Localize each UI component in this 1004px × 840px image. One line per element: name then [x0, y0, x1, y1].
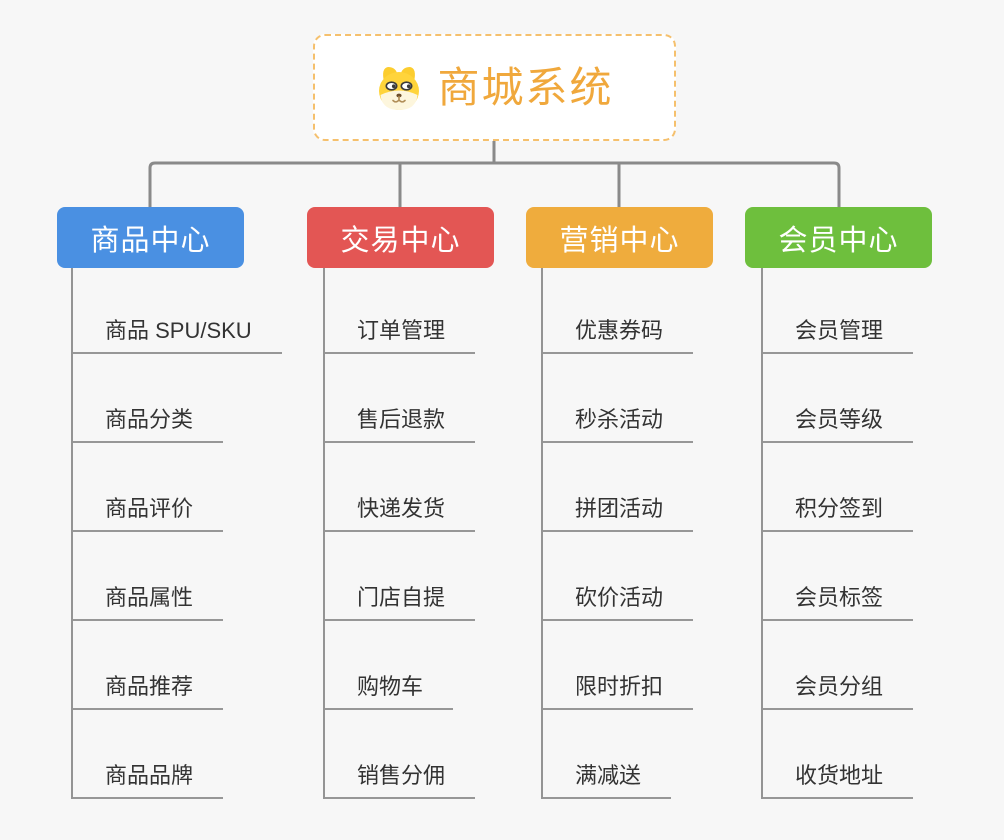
leaf-item[interactable]: 秒杀活动 — [543, 399, 694, 443]
leaf-item[interactable]: 收货地址 — [763, 755, 914, 799]
dog-face-icon — [379, 66, 420, 110]
branch-children-products: 商品 SPU/SKU 商品分类 商品评价 商品属性 商品推荐 商品品牌 — [71, 268, 303, 799]
leaf-item[interactable]: 满减送 — [543, 755, 672, 799]
branch-label: 营销中心 — [559, 224, 680, 257]
leaf-item[interactable]: 会员等级 — [763, 399, 914, 443]
branch-node-marketing[interactable]: 营销中心 — [526, 207, 713, 268]
leaf-item[interactable]: 销售分佣 — [325, 755, 476, 799]
branch-node-products[interactable]: 商品中心 — [57, 207, 244, 268]
root-node[interactable]: 商城系统 — [313, 34, 676, 141]
leaf-item[interactable]: 订单管理 — [325, 310, 476, 354]
leaf-item[interactable]: 商品属性 — [73, 577, 224, 621]
leaf-item[interactable]: 商品评价 — [73, 488, 224, 532]
branch-label: 会员中心 — [778, 224, 899, 257]
branch-label: 商品中心 — [90, 224, 211, 257]
leaf-item[interactable]: 优惠券码 — [543, 310, 694, 354]
leaf-item[interactable]: 商品分类 — [73, 399, 224, 443]
root-title: 商城系统 — [437, 63, 614, 111]
leaf-item[interactable]: 会员分组 — [763, 666, 914, 710]
branch-node-trade[interactable]: 交易中心 — [307, 207, 494, 268]
leaf-item[interactable]: 商品品牌 — [73, 755, 224, 799]
branch-children-marketing: 优惠券码 秒杀活动 拼团活动 砍价活动 限时折扣 满减送 — [541, 268, 773, 799]
leaf-item[interactable]: 购物车 — [325, 666, 454, 710]
leaf-item[interactable]: 限时折扣 — [543, 666, 694, 710]
leaf-item[interactable]: 快递发货 — [325, 488, 476, 532]
leaf-item[interactable]: 售后退款 — [325, 399, 476, 443]
leaf-item[interactable]: 门店自提 — [325, 577, 476, 621]
branch-children-members: 会员管理 会员等级 积分签到 会员标签 会员分组 收货地址 — [761, 268, 993, 799]
leaf-item[interactable]: 商品 SPU/SKU — [73, 310, 282, 354]
leaf-item[interactable]: 拼团活动 — [543, 488, 694, 532]
leaf-item[interactable]: 商品推荐 — [73, 666, 224, 710]
branch-node-members[interactable]: 会员中心 — [745, 207, 932, 268]
leaf-item[interactable]: 会员标签 — [763, 577, 914, 621]
branch-children-trade: 订单管理 售后退款 快递发货 门店自提 购物车 销售分佣 — [323, 268, 555, 799]
branch-label: 交易中心 — [340, 224, 461, 257]
leaf-item[interactable]: 砍价活动 — [543, 577, 694, 621]
leaf-item[interactable]: 会员管理 — [763, 310, 914, 354]
leaf-item[interactable]: 积分签到 — [763, 488, 914, 532]
